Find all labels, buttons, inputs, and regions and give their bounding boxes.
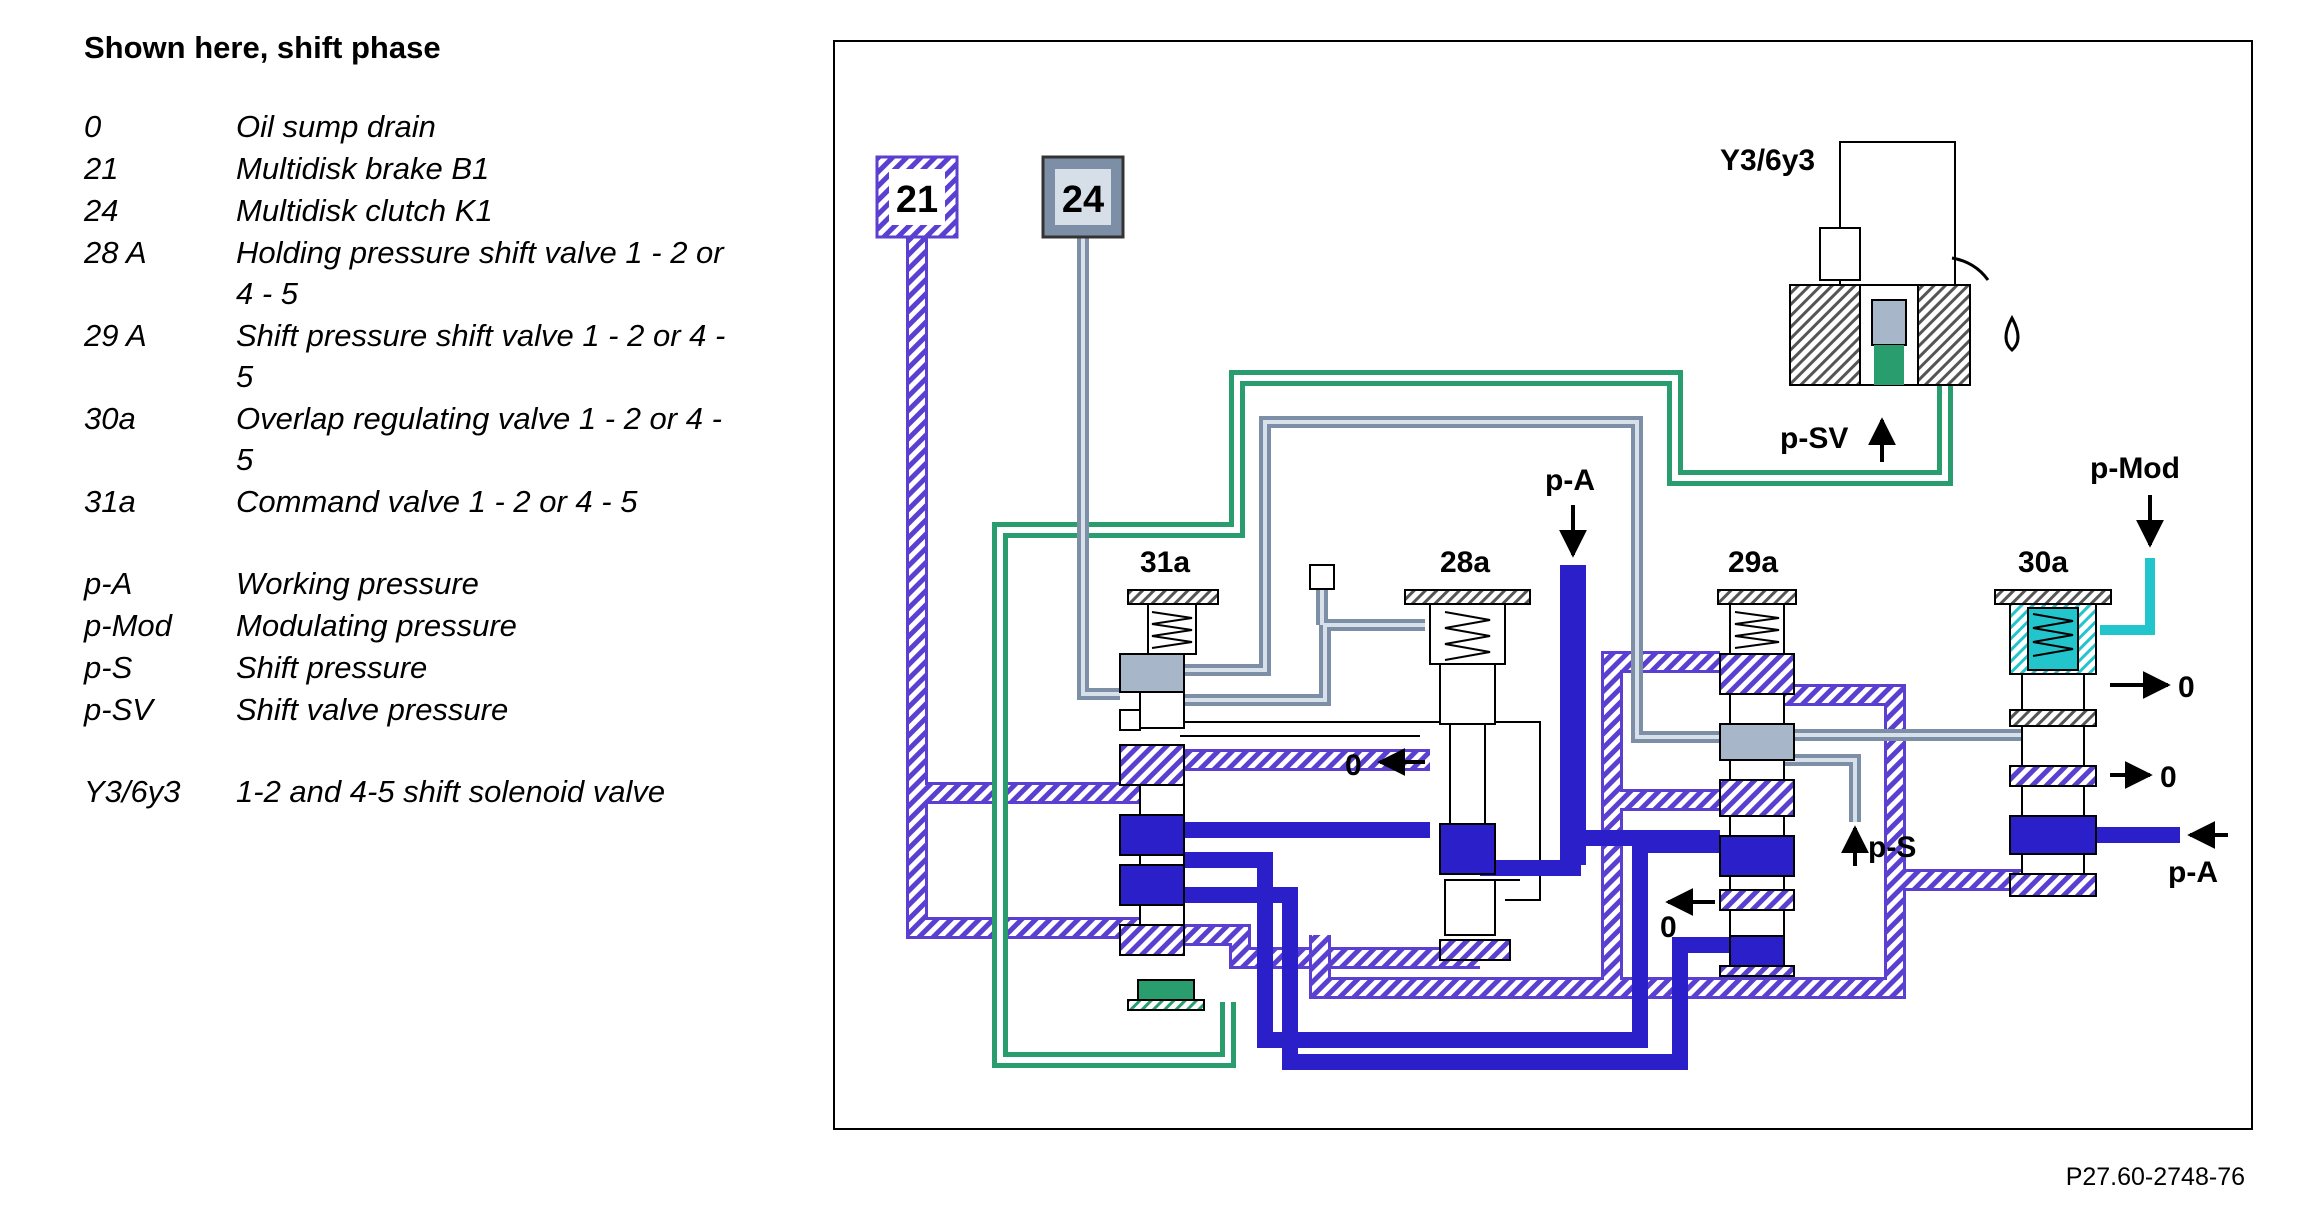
legend-code: 30a — [84, 401, 136, 436]
legend-code: p-SV — [84, 692, 153, 727]
box-21: 21 — [875, 155, 959, 239]
legend-row: 31a Command valve 1 - 2 or 4 - 5 — [84, 481, 764, 522]
legend-description: Multidisk brake B1 — [236, 151, 490, 186]
valve-29a: 29a p-S 0 — [1660, 546, 1916, 977]
legend-row: 0 Oil sump drain — [84, 106, 764, 147]
drain-29a-label: 0 — [1660, 911, 1677, 944]
legend-code: 21 — [84, 151, 119, 186]
valve-31a-label: 31a — [1140, 546, 1190, 579]
legend-row: p-A Working pressure — [84, 563, 764, 604]
legend-description: Shift valve pressure — [236, 692, 509, 727]
hatched-pressure-lines — [906, 238, 2030, 999]
p-a-right-label: p-A — [2168, 856, 2218, 889]
box-24-label: 24 — [1062, 179, 1104, 221]
valve-28a-label: 28a — [1440, 546, 1490, 579]
legend-description: Overlap regulating valve 1 - 2 or 4 - 5 — [236, 401, 722, 477]
box-24: 24 — [1041, 155, 1125, 239]
legend-description: 1-2 and 4-5 shift solenoid valve — [236, 774, 666, 809]
p-sv-label: p-SV — [1780, 422, 1848, 455]
legend-title: Shown here, shift phase — [84, 30, 441, 65]
working-pressure-lines — [1180, 565, 2180, 1070]
solenoid-valve-y3-6y3: Y3/6y3 p-SV — [1720, 141, 2020, 462]
p-mod-label: p-Mod — [2090, 452, 2180, 485]
legend-code: p-S — [84, 650, 133, 685]
legend-description: Working pressure — [236, 566, 479, 601]
legend-row: p-SV Shift valve pressure — [84, 689, 764, 730]
p-s-label: p-S — [1868, 831, 1916, 864]
valve-30a: 30a p-Mod p-A 0 0 — [1994, 452, 2228, 897]
legend-row: 24 Multidisk clutch K1 — [84, 190, 764, 231]
legend-row: 29 A Shift pressure shift valve 1 - 2 or … — [84, 315, 764, 397]
reference-code: P27.60-2748-76 — [2065, 1163, 2245, 1191]
p-a-top-label: p-A — [1545, 464, 1595, 497]
legend-row: Y3/6y3 1-2 and 4-5 shift solenoid valve — [84, 771, 764, 812]
shift-valve-pressure-line — [992, 370, 1953, 1068]
drain-30a-mid-label: 0 — [2160, 761, 2177, 794]
legend-group-solenoid: Y3/6y3 1-2 and 4-5 shift solenoid valve — [84, 771, 764, 812]
valve-31a: 31a — [1119, 546, 1219, 1011]
diagram-frame — [833, 40, 2253, 1130]
legend-code: 28 A — [84, 235, 147, 270]
legend-description: Command valve 1 - 2 or 4 - 5 — [236, 484, 638, 519]
legend: Shown here, shift phase 0 Oil sump drain 2… — [84, 30, 764, 813]
legend-row: 28 A Holding pressure shift valve 1 - 2 o… — [84, 232, 764, 314]
legend-code: p-Mod — [84, 608, 172, 643]
legend-code: 29 A — [84, 318, 147, 353]
legend-description: Multidisk clutch K1 — [236, 193, 493, 228]
valve-28a: 28a p-A 0 — [1345, 464, 1595, 961]
legend-description: Holding pressure shift valve 1 - 2 or 4 … — [236, 235, 724, 311]
solenoid-label: Y3/6y3 — [1720, 144, 1815, 177]
exhaust-lines — [1077, 238, 2030, 901]
legend-row: p-Mod Modulating pressure — [84, 605, 764, 646]
legend-group-components: 0 Oil sump drain 21 Multidisk brake B1 24 Mul… — [84, 106, 764, 522]
legend-code: Y3/6y3 — [84, 774, 181, 809]
legend-code: p-A — [84, 566, 133, 601]
legend-code: 0 — [84, 109, 102, 144]
legend-code: 24 — [84, 193, 119, 228]
valve-29a-label: 29a — [1728, 546, 1778, 579]
legend-description: Shift pressure — [236, 650, 428, 685]
legend-code: 31a — [84, 484, 136, 519]
legend-group-pressures: p-A Working pressure p-Mod Modulating press… — [84, 563, 764, 730]
legend-description: Modulating pressure — [236, 608, 517, 643]
valve-30a-label: 30a — [2018, 546, 2068, 579]
legend-row: 30a Overlap regulating valve 1 - 2 or 4 -… — [84, 398, 764, 480]
drain-28a-label: 0 — [1345, 749, 1362, 782]
legend-row: p-S Shift pressure — [84, 647, 764, 688]
legend-description: Shift pressure shift valve 1 - 2 or 4 - … — [236, 318, 726, 394]
legend-description: Oil sump drain — [236, 109, 436, 144]
drain-30a-top-label: 0 — [2178, 671, 2195, 704]
legend-row: 21 Multidisk brake B1 — [84, 148, 764, 189]
box-21-label: 21 — [896, 179, 938, 221]
